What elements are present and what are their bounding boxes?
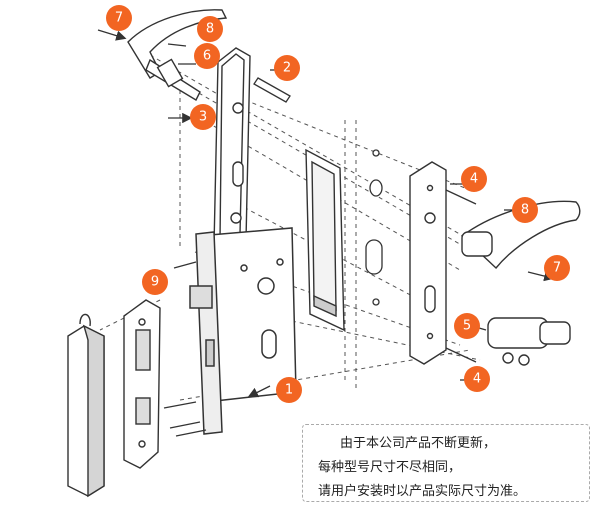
front-plate: [409, 161, 447, 365]
badge-1: 1: [276, 377, 302, 403]
disclaimer-line-1: 由于本公司产品不断更新，: [340, 436, 497, 451]
handle-upper: [127, 9, 228, 101]
badge-6: 6: [194, 43, 220, 69]
badge-8-upper: 8: [197, 16, 223, 42]
badge-1-label: 1: [285, 383, 293, 398]
badge-5: 5: [454, 313, 480, 339]
disclaimer-line-2: 每种型号尺寸不尽相同，: [318, 460, 462, 475]
badge-2: 2: [274, 55, 300, 81]
badge-3-label: 3: [199, 110, 207, 125]
badge-9: 9: [142, 269, 168, 295]
badge-7-lower-label: 7: [553, 261, 561, 276]
back-plate: [213, 47, 251, 255]
badge-4-lower: 4: [464, 366, 490, 392]
screws: [163, 189, 477, 437]
badge-8-lower: 8: [512, 197, 538, 223]
badge-5-label: 5: [463, 319, 471, 334]
badge-6-label: 6: [203, 49, 211, 64]
badge-9-label: 9: [151, 275, 159, 290]
badge-4-upper-label: 4: [470, 172, 478, 187]
spindle: [253, 77, 291, 103]
disclaimer-line-3: 请用户安装时以产品实际尺寸为准。: [318, 484, 527, 499]
badge-7-upper: 7: [106, 5, 132, 31]
badge-8-lower-label: 8: [521, 203, 529, 218]
badge-7-lower: 7: [544, 255, 570, 281]
cylinder: [487, 317, 571, 366]
badge-3: 3: [190, 104, 216, 130]
strike-box: [67, 313, 105, 498]
handle-lower: [460, 200, 581, 270]
door-cutouts: [365, 149, 383, 306]
disclaimer-box: [302, 424, 590, 502]
badge-2-label: 2: [283, 61, 291, 76]
strike-plate: [123, 299, 161, 469]
lock-body: [189, 227, 297, 435]
door-frame-box: [305, 148, 345, 332]
badge-8-upper-label: 8: [206, 22, 214, 37]
badge-7-upper-label: 7: [115, 11, 123, 26]
badge-4-lower-label: 4: [473, 372, 481, 387]
badge-4-upper: 4: [461, 166, 487, 192]
